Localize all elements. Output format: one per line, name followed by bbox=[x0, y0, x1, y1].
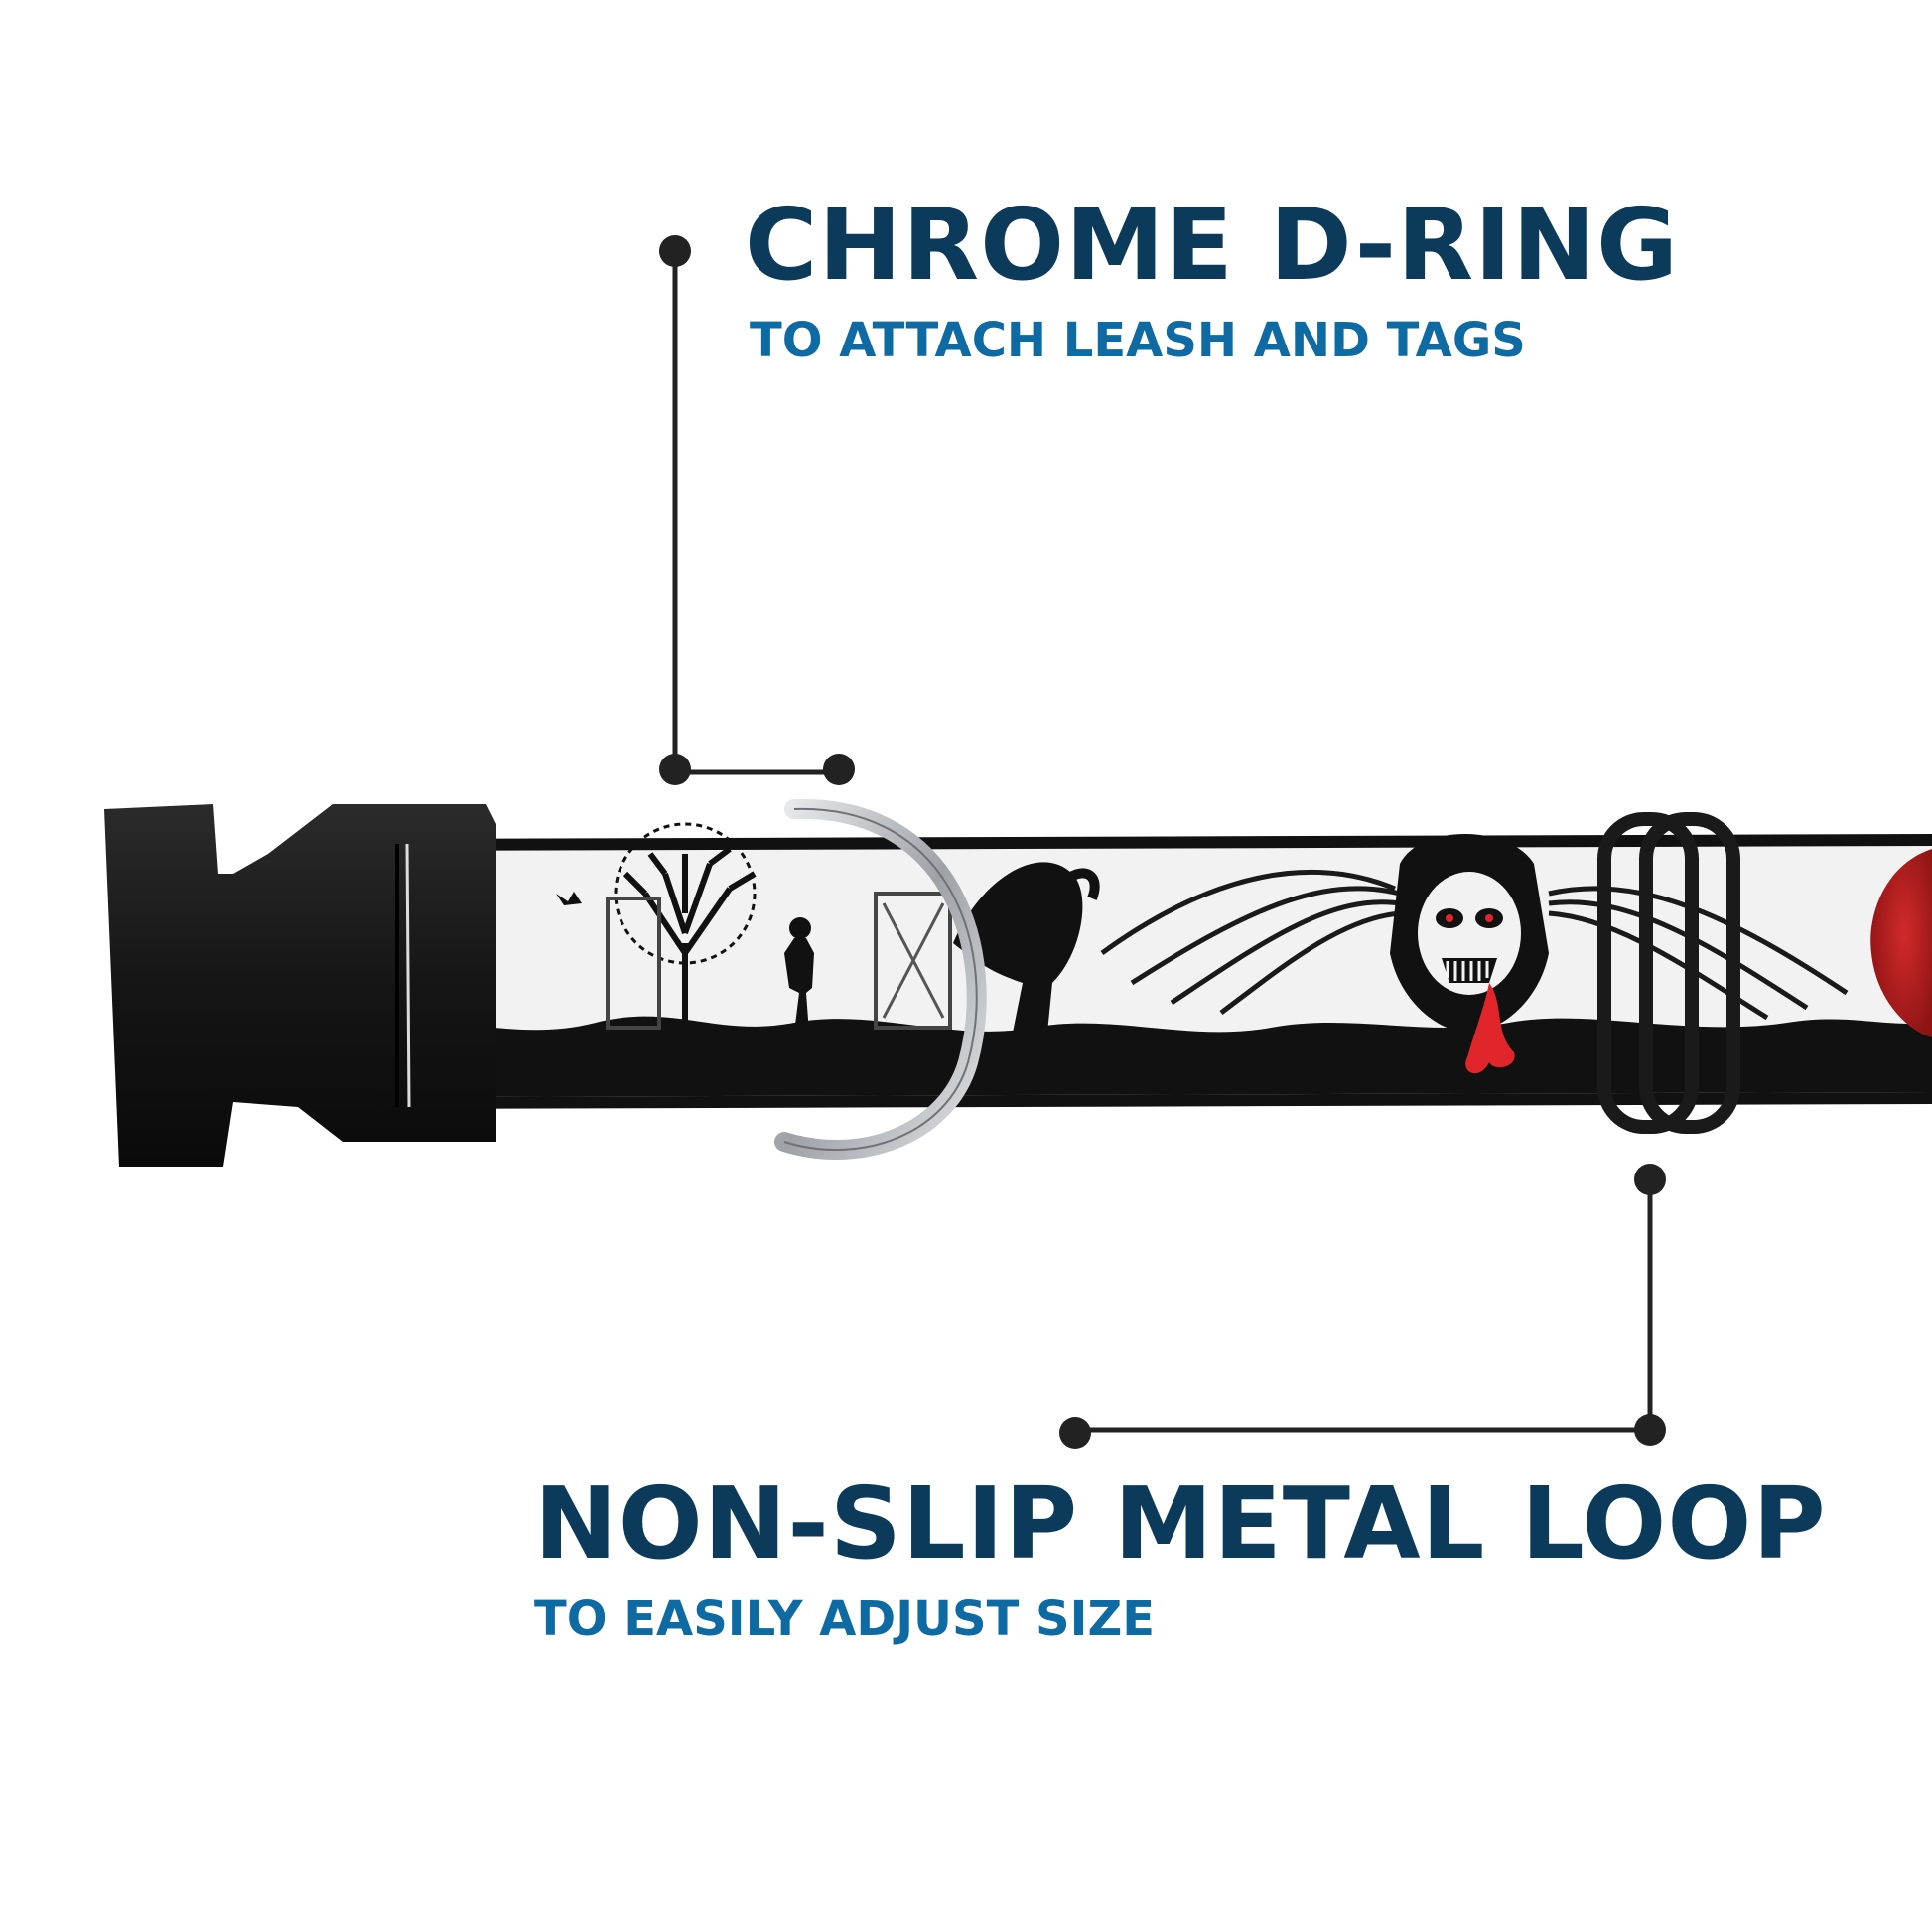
loop-leader-line bbox=[1059, 1164, 1666, 1449]
dring-callout-title: CHROME D-RING bbox=[745, 187, 1680, 303]
loop-callout-subtitle: TO EASILY ADJUST SIZE bbox=[534, 1591, 1156, 1647]
skull-face-illustration bbox=[1390, 834, 1549, 1074]
slide-loop-icon bbox=[1597, 812, 1740, 1134]
dring-leader-line bbox=[659, 235, 855, 785]
side-release-buckle-icon bbox=[104, 804, 496, 1167]
tree-silhouette bbox=[622, 846, 757, 1033]
dring-callout-subtitle: TO ATTACH LEASH AND TAGS bbox=[750, 313, 1526, 368]
loop-callout-title: NON-SLIP METAL LOOP bbox=[534, 1465, 1827, 1582]
collar-strap bbox=[397, 822, 1932, 1109]
d-ring-icon bbox=[774, 798, 987, 1160]
